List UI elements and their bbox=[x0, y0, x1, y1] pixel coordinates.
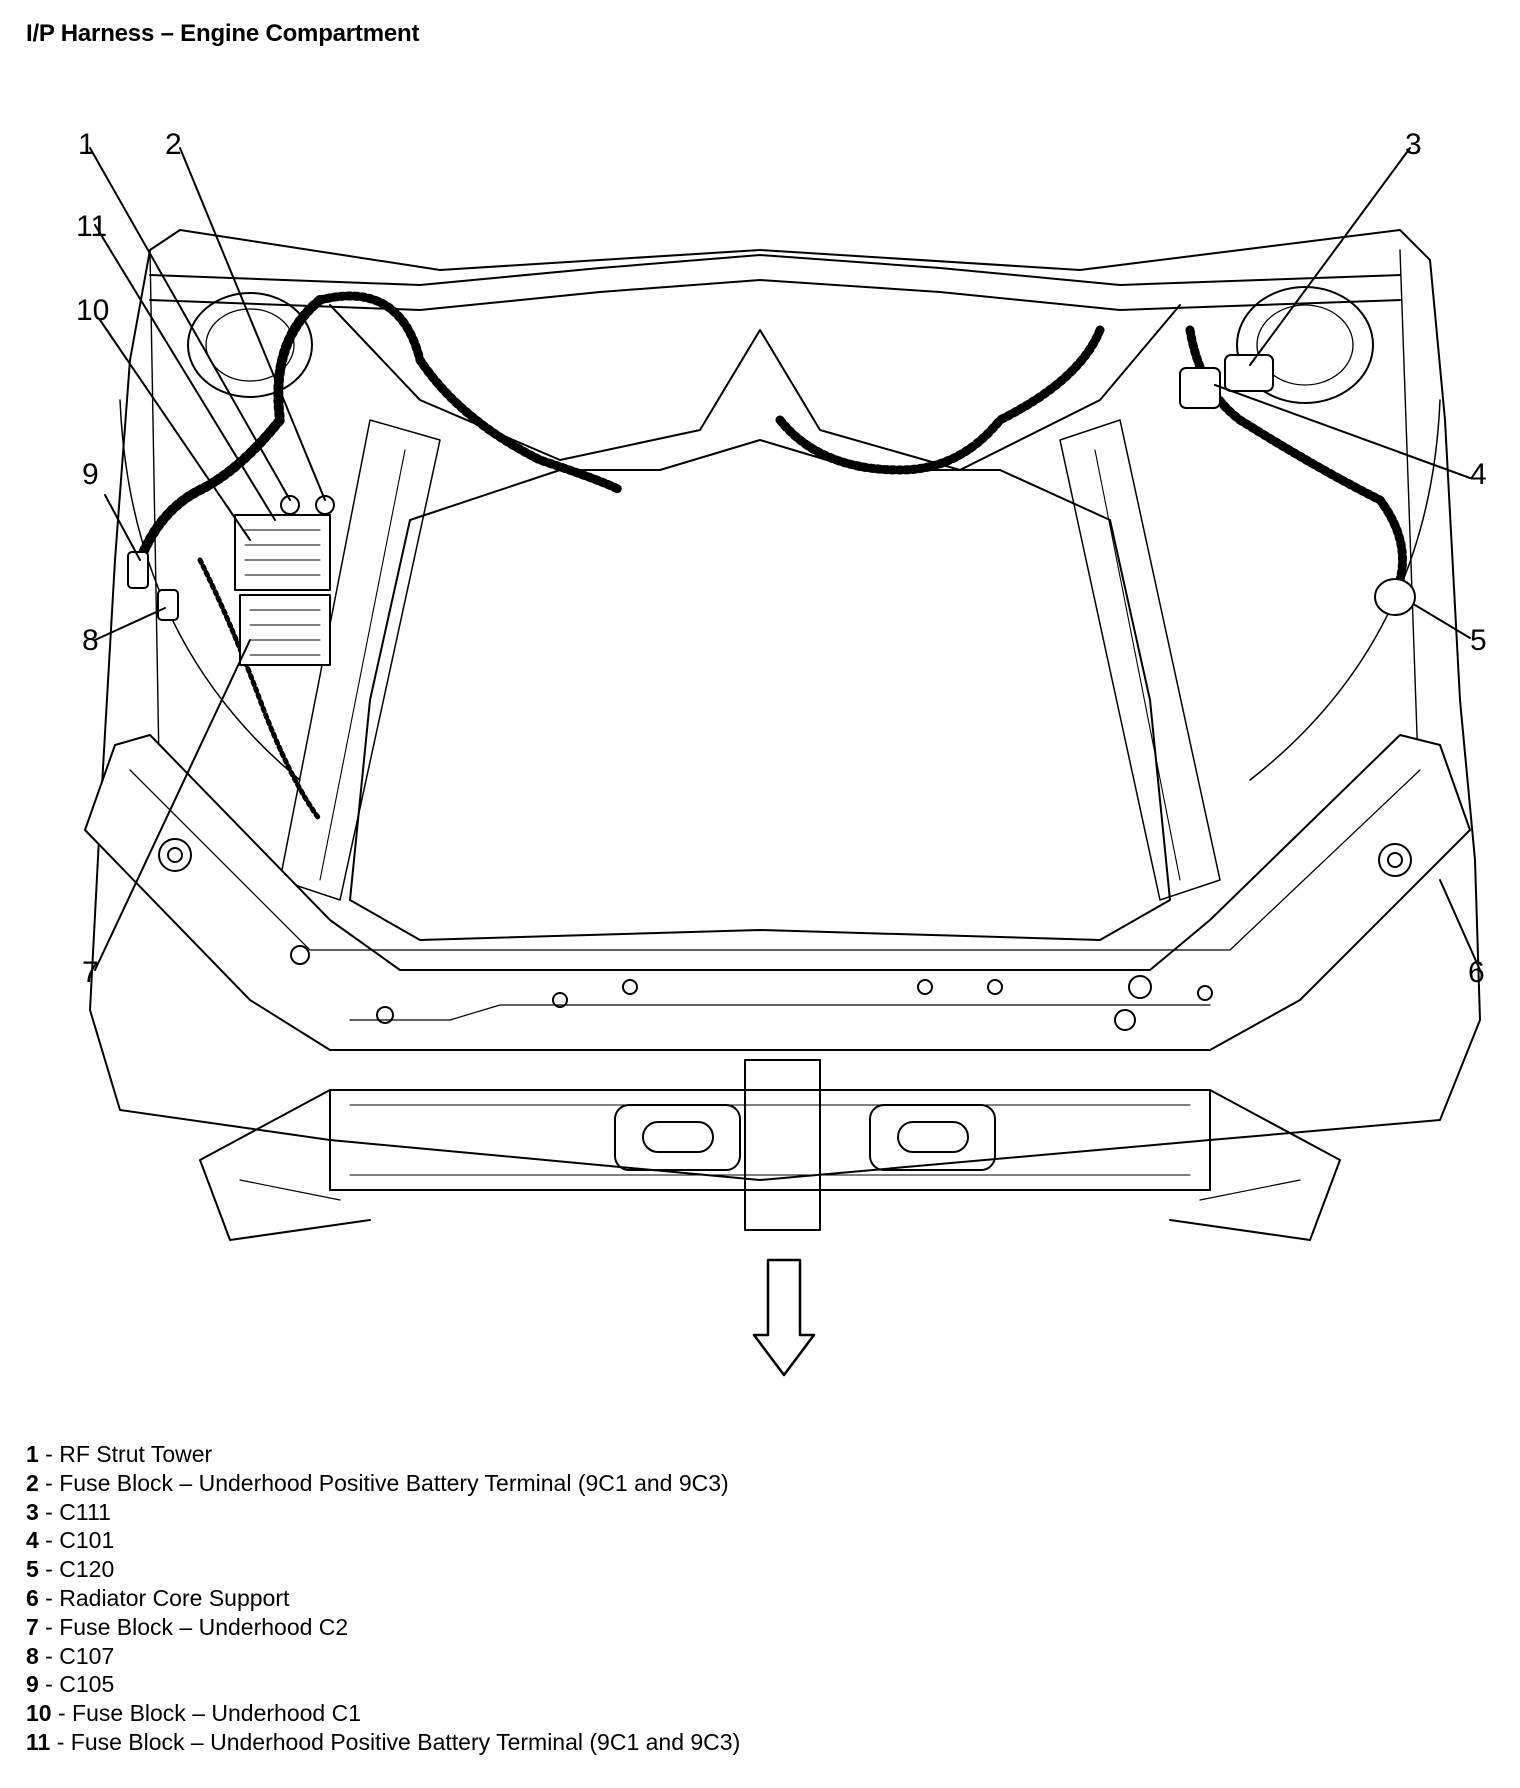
connector-c120 bbox=[1374, 578, 1416, 616]
legend-item: 3 - C111 bbox=[26, 1498, 111, 1525]
connector-c107 bbox=[157, 589, 179, 621]
callout-9: 9 bbox=[82, 458, 99, 491]
legend-item: 8 - C107 bbox=[26, 1642, 115, 1669]
harness-left bbox=[135, 295, 325, 565]
legend-list: 1 - RF Strut Tower 2 - Fuse Block – Unde… bbox=[26, 1440, 740, 1757]
callout-2: 2 bbox=[165, 128, 182, 161]
legend-item: 6 - Radiator Core Support bbox=[26, 1584, 290, 1611]
callout-7: 7 bbox=[82, 956, 99, 989]
legend-item: 1 - RF Strut Tower bbox=[26, 1441, 213, 1467]
connector-c101 bbox=[1179, 367, 1221, 409]
page-title: I/P Harness – Engine Compartment bbox=[26, 20, 420, 47]
callout-1: 1 bbox=[78, 128, 95, 161]
callout-6: 6 bbox=[1468, 956, 1485, 989]
callout-3: 3 bbox=[1405, 128, 1422, 161]
callout-4: 4 bbox=[1470, 458, 1487, 491]
fuse-block-c2 bbox=[239, 594, 331, 666]
connector-c111 bbox=[1224, 354, 1274, 392]
legend-item: 11 - Fuse Block – Underhood Positive Bat… bbox=[26, 1728, 741, 1755]
engine-compartment-diagram: 1 2 3 4 5 6 7 8 9 10 11 bbox=[76, 128, 1487, 1377]
engine-bay-opening bbox=[349, 439, 1171, 941]
callout-5: 5 bbox=[1470, 624, 1487, 657]
radiator-core-support bbox=[84, 734, 1471, 1051]
callout-10: 10 bbox=[76, 294, 109, 327]
callout-8: 8 bbox=[82, 624, 99, 657]
frame-rail-right bbox=[1059, 419, 1221, 901]
callout-11: 11 bbox=[76, 210, 107, 243]
frame-rail-left bbox=[279, 419, 441, 901]
lower-tie-bar bbox=[329, 1089, 1211, 1191]
legend-item: 9 - C105 bbox=[26, 1671, 115, 1698]
legend-item: 2 - Fuse Block – Underhood Positive Batt… bbox=[26, 1469, 729, 1496]
fuse-block-c1 bbox=[234, 514, 331, 591]
connector-c105 bbox=[127, 551, 149, 589]
body-outline bbox=[89, 229, 1481, 1181]
legend-item: 4 - C101 bbox=[26, 1527, 115, 1554]
legend-item: 7 - Fuse Block – Underhood C2 bbox=[26, 1613, 349, 1640]
legend-item: 10 - Fuse Block – Underhood C1 bbox=[26, 1700, 361, 1727]
strut-tower-left bbox=[187, 292, 313, 398]
strut-tower-right bbox=[1236, 286, 1374, 404]
harness-right bbox=[775, 325, 1105, 475]
forward-arrow bbox=[752, 1258, 816, 1377]
cowl-panel bbox=[149, 254, 1401, 286]
legend-item: 5 - C120 bbox=[26, 1556, 115, 1583]
